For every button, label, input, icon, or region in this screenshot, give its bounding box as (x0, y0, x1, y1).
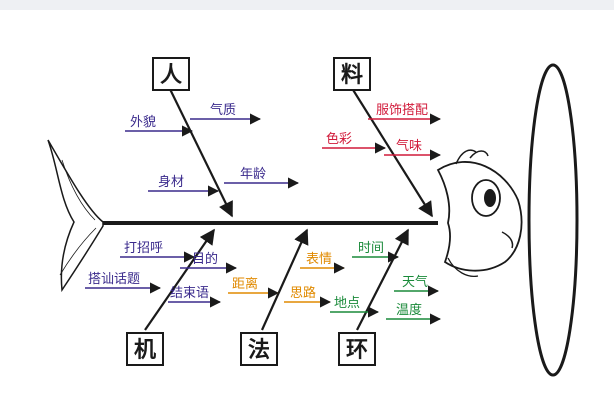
category-huan: 环 (346, 337, 368, 363)
bone-liao (349, 84, 433, 218)
fa-cause-lines (228, 262, 346, 308)
ji-cause-lines (85, 251, 238, 308)
target-oval (527, 63, 579, 377)
cause-label: 年龄 (240, 167, 266, 182)
huan-cause-lines (330, 251, 442, 325)
cause-label: 思路 (290, 285, 316, 301)
liao-cause-lines (322, 113, 442, 161)
cause-label: 天气 (402, 274, 428, 290)
cause-label: 身材 (158, 174, 184, 190)
bone-fa (260, 228, 309, 331)
bone-huan (356, 228, 409, 331)
cause-label: 气味 (396, 138, 422, 154)
category-box-fa: 法 (240, 332, 278, 366)
category-ji: 机 (134, 337, 156, 363)
fish-tail (47, 139, 104, 293)
fish-head (436, 149, 523, 278)
cause-label: 结束语 (170, 286, 209, 301)
category-fa: 法 (248, 337, 270, 363)
bone-ji (144, 228, 215, 331)
cause-label: 时间 (358, 241, 384, 256)
cause-label: 目的 (192, 251, 218, 267)
category-box-huan: 环 (338, 332, 376, 366)
bone-ren (167, 84, 233, 218)
cause-label: 服饰搭配 (376, 102, 428, 118)
ren-cause-lines (125, 113, 300, 197)
cause-label: 打招呼 (124, 241, 163, 256)
cause-label: 表情 (306, 252, 332, 267)
category-box-ji: 机 (126, 332, 164, 366)
category-ren: 人 (160, 62, 182, 88)
cause-label: 气质 (210, 102, 236, 118)
cause-label: 搭讪话题 (88, 271, 140, 287)
cause-label: 地点 (334, 296, 360, 311)
category-box-liao: 料 (333, 57, 371, 91)
cause-label: 温度 (396, 302, 422, 318)
cause-label: 外貌 (130, 115, 156, 130)
cause-label: 距离 (232, 276, 258, 292)
cause-label: 色彩 (326, 131, 352, 147)
category-box-ren: 人 (152, 57, 190, 91)
category-liao: 料 (341, 62, 363, 88)
fish-tail-fin-lines (59, 159, 97, 276)
top-strip (0, 0, 614, 10)
